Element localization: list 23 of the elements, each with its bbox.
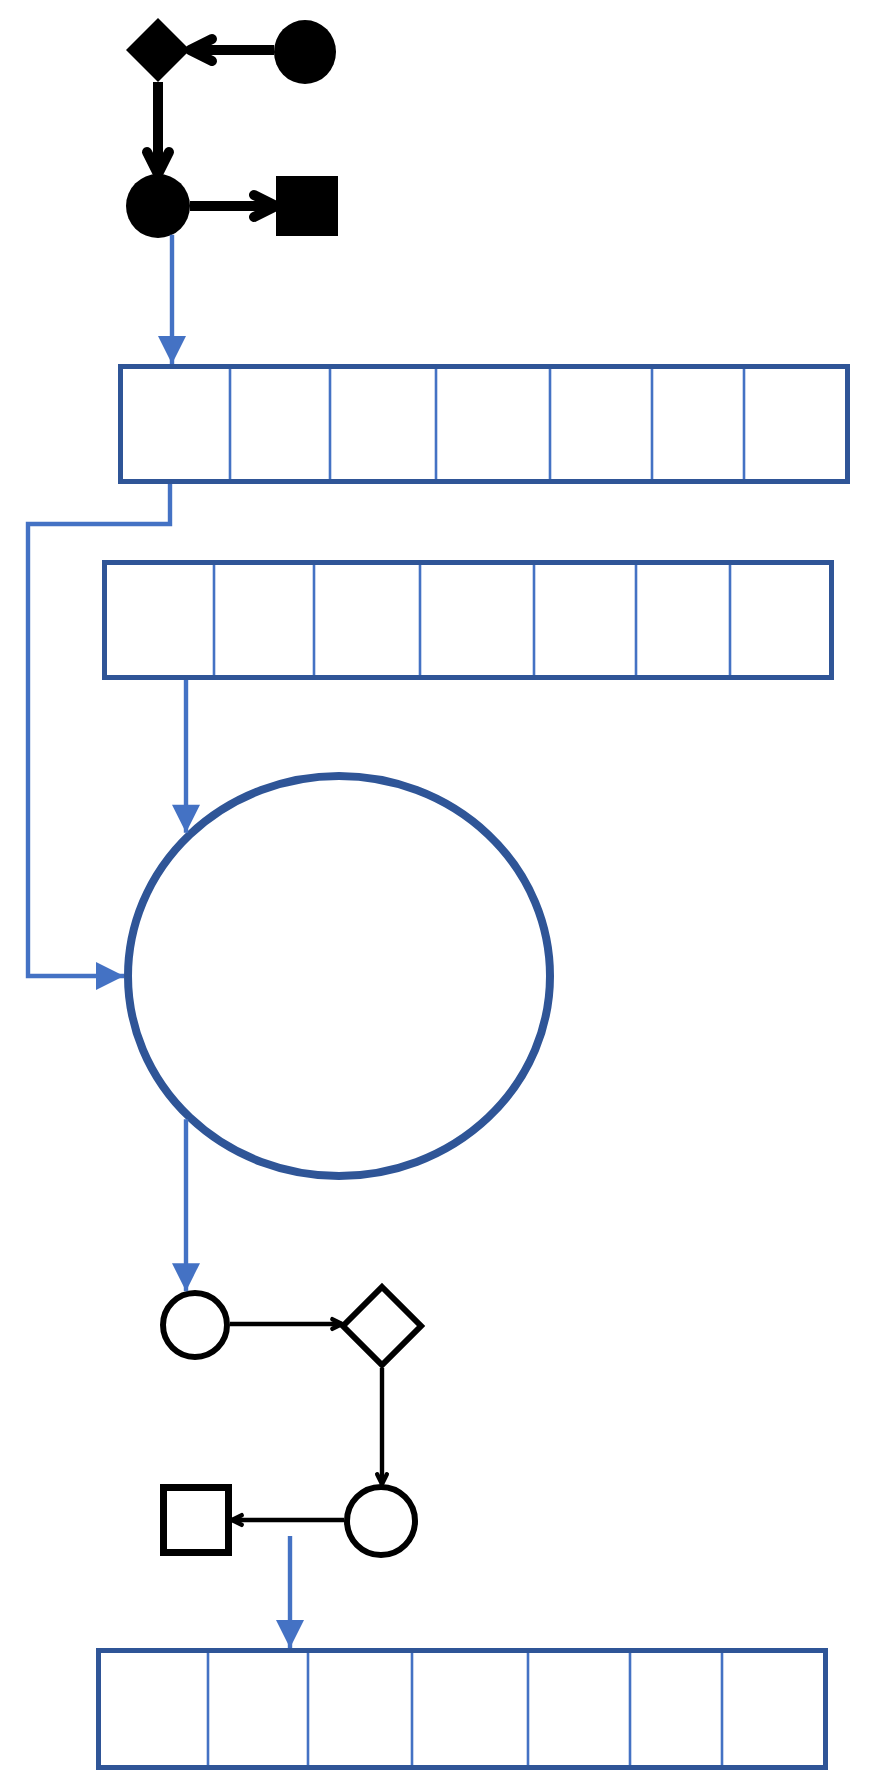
square-node [160, 1484, 232, 1556]
square-node [276, 176, 338, 236]
circle-node [126, 174, 190, 238]
arrow [374, 1368, 390, 1487]
arrow [25, 484, 173, 990]
arrow [172, 1119, 200, 1292]
diamond-node [340, 1284, 424, 1368]
arrow [185, 34, 275, 66]
large-circle [124, 772, 554, 1180]
circle-node [274, 20, 336, 84]
circle-node [344, 1484, 418, 1558]
circle-node [160, 1290, 230, 1360]
arrow [158, 234, 186, 364]
arrow [142, 82, 174, 179]
cell-row [118, 364, 850, 484]
cell-row [96, 1648, 828, 1770]
arrow [172, 680, 200, 833]
arrow [229, 1512, 344, 1528]
cell-row [102, 560, 834, 680]
arrow [276, 1536, 304, 1648]
diamond-node [126, 18, 190, 82]
arrow [230, 1316, 345, 1332]
arrow [190, 190, 281, 222]
